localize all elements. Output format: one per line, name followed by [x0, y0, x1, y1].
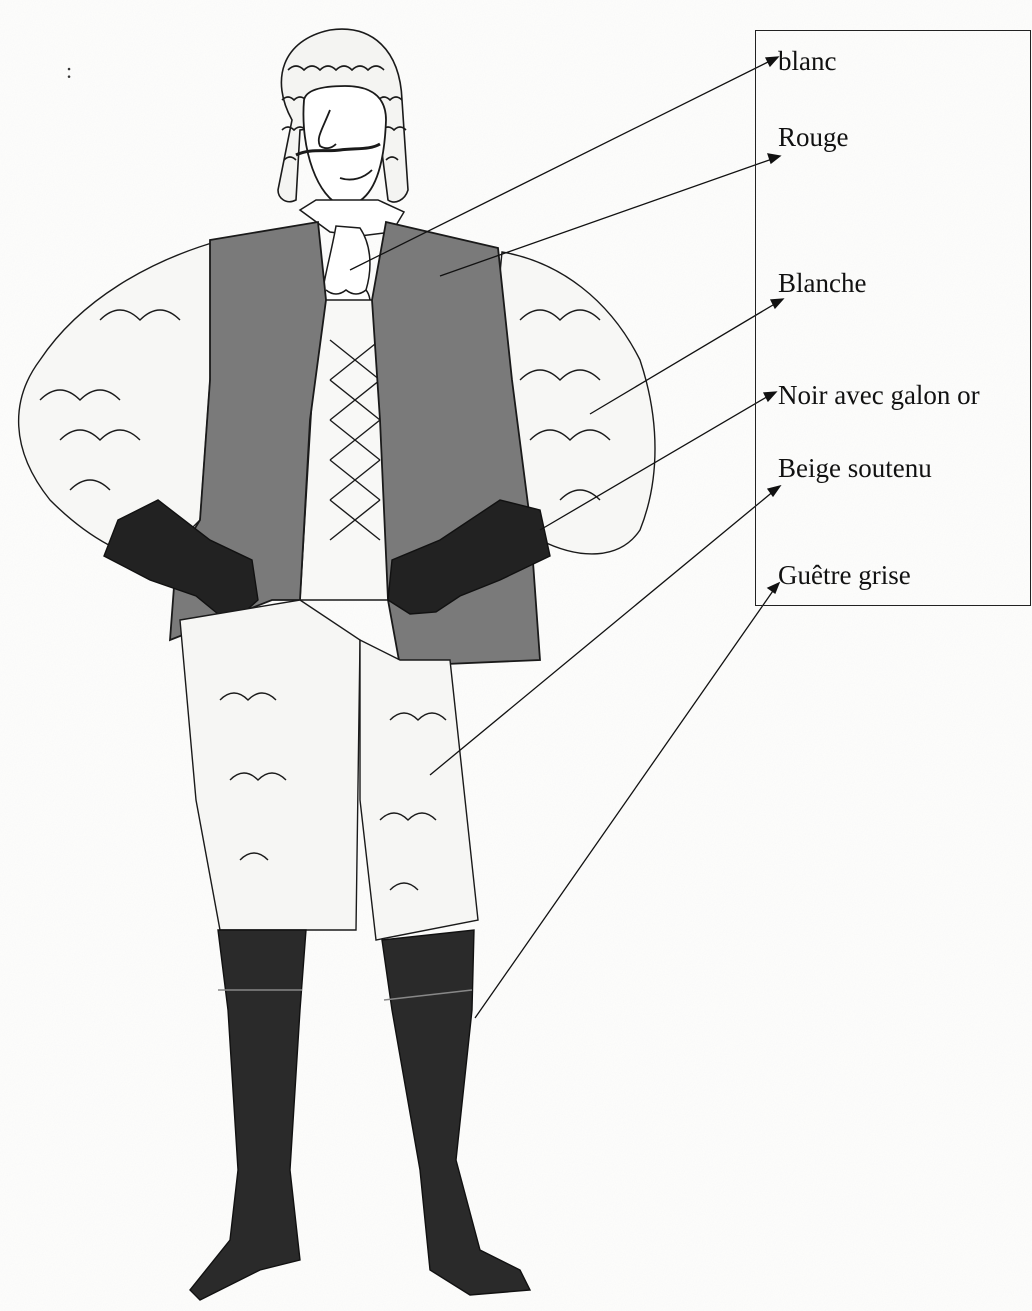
label-blanche: Blanche	[778, 270, 866, 297]
label-guetre-grise: Guêtre grise	[778, 562, 911, 589]
legend-box	[755, 30, 1031, 606]
label-blanc: blanc	[778, 48, 836, 75]
label-beige-soutenu: Beige soutenu	[778, 455, 932, 482]
label-noir-avec-galon-or: Noir avec galon or	[778, 382, 980, 409]
label-rouge: Rouge	[778, 124, 849, 151]
